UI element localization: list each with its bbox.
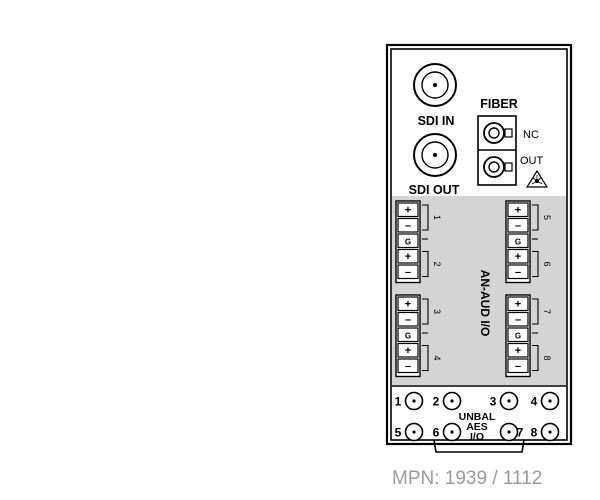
aes-bnc-number: 8 <box>531 426 538 440</box>
fiber-out-label: OUT <box>520 155 544 167</box>
fiber-connector <box>477 115 517 186</box>
terminal-pin <box>507 217 529 233</box>
aes-bnc-connector: 2 <box>433 391 462 411</box>
terminal-pin <box>397 327 419 343</box>
terminal-block-2: + – G + – 5 6 <box>505 200 552 284</box>
aes-bnc-connector: 5 <box>395 422 424 442</box>
unbal-label: UNBAL <box>459 411 496 423</box>
fiber-label: FIBER <box>480 97 518 111</box>
analog-audio-section <box>392 196 566 385</box>
terminal-pin <box>397 296 419 312</box>
terminal-blocks: + – G + – 1 2 + – G + – 5 6 + – G + – 3 4 + – G + – 7 8 <box>395 200 552 378</box>
pin-symbol: – <box>515 267 521 279</box>
pin-symbol: + <box>405 205 411 217</box>
terminal-pin <box>507 248 529 264</box>
terminal-pin <box>397 217 419 233</box>
terminal-pin <box>507 311 529 327</box>
channel-number: 1 <box>432 215 442 220</box>
pin-symbol: G <box>515 238 521 247</box>
pin-symbol: – <box>515 361 521 373</box>
aes-bnc-connector: 1 <box>395 391 424 411</box>
pin-symbol: + <box>515 251 521 263</box>
channel-number: 2 <box>432 261 442 266</box>
channel-number: 7 <box>542 309 552 314</box>
channel-number: 8 <box>542 355 552 360</box>
terminal-pin <box>397 342 419 358</box>
sdi-in-label: SDI IN <box>418 114 455 128</box>
analog-audio-label: AN-AUD I/O <box>478 270 492 337</box>
aes-bnc-number: 3 <box>490 395 497 409</box>
pin-symbol: + <box>405 299 411 311</box>
pin-symbol: G <box>515 332 521 341</box>
sdi-out-label: SDI OUT <box>409 183 460 197</box>
pin-symbol: G <box>405 238 411 247</box>
terminal-pin <box>397 233 419 249</box>
aes-bnc-connector: 3 <box>490 391 519 411</box>
aes-bnc-connector: 7 <box>499 422 524 442</box>
pin-symbol: – <box>405 220 411 232</box>
aes-bnc-number: 1 <box>395 395 402 409</box>
terminal-pin <box>507 358 529 374</box>
aes-bnc-number: 6 <box>433 426 440 440</box>
terminal-pin <box>507 327 529 343</box>
pin-symbol: – <box>405 361 411 373</box>
aes-label: AES <box>466 421 488 433</box>
channel-number: 6 <box>542 261 552 266</box>
pin-symbol: + <box>515 345 521 357</box>
pin-symbol: – <box>515 314 521 326</box>
aes-bnc-number: 4 <box>531 395 538 409</box>
aes-bnc-connector: 8 <box>531 422 560 442</box>
terminal-block-4: + – G + – 7 8 <box>505 294 552 378</box>
terminal-pin <box>507 233 529 249</box>
aes-bnc-connector: 6 <box>433 422 462 442</box>
pin-symbol: – <box>405 267 411 279</box>
terminal-pin <box>507 296 529 312</box>
terminal-pin <box>507 342 529 358</box>
channel-number: 5 <box>542 215 552 220</box>
terminal-pin <box>397 358 419 374</box>
terminal-pin <box>507 202 529 218</box>
laser-warning-icon <box>525 169 549 188</box>
pin-symbol: + <box>515 299 521 311</box>
terminal-pin <box>397 202 419 218</box>
pin-symbol: – <box>515 220 521 232</box>
fiber-nc-label: NC <box>523 129 539 141</box>
sdi-out-connector <box>413 133 457 177</box>
aes-bnc-number: 7 <box>517 426 524 440</box>
terminal-pin <box>397 264 419 280</box>
terminal-pin <box>397 248 419 264</box>
aes-bnc-connector: 4 <box>531 391 560 411</box>
panel-bottom-tab <box>433 439 525 453</box>
terminal-block-1: + – G + – 1 2 <box>395 200 442 284</box>
panel-inner-border <box>390 48 568 441</box>
pin-symbol: – <box>405 314 411 326</box>
pin-symbol: G <box>405 332 411 341</box>
pin-symbol: + <box>405 345 411 357</box>
terminal-block-3: + – G + – 3 4 <box>395 294 442 378</box>
mpn-caption: MPN: 1939 / 1112 <box>392 468 543 489</box>
pin-symbol: + <box>515 205 521 217</box>
io-label: I/O <box>470 431 484 443</box>
aes-bnc-number: 2 <box>433 395 440 409</box>
pin-symbol: + <box>405 251 411 263</box>
channel-number: 4 <box>432 355 442 360</box>
sdi-in-connector <box>413 63 457 107</box>
terminal-pin <box>397 311 419 327</box>
channel-number: 3 <box>432 309 442 314</box>
aes-bnc-number: 5 <box>395 426 402 440</box>
terminal-pin <box>507 264 529 280</box>
